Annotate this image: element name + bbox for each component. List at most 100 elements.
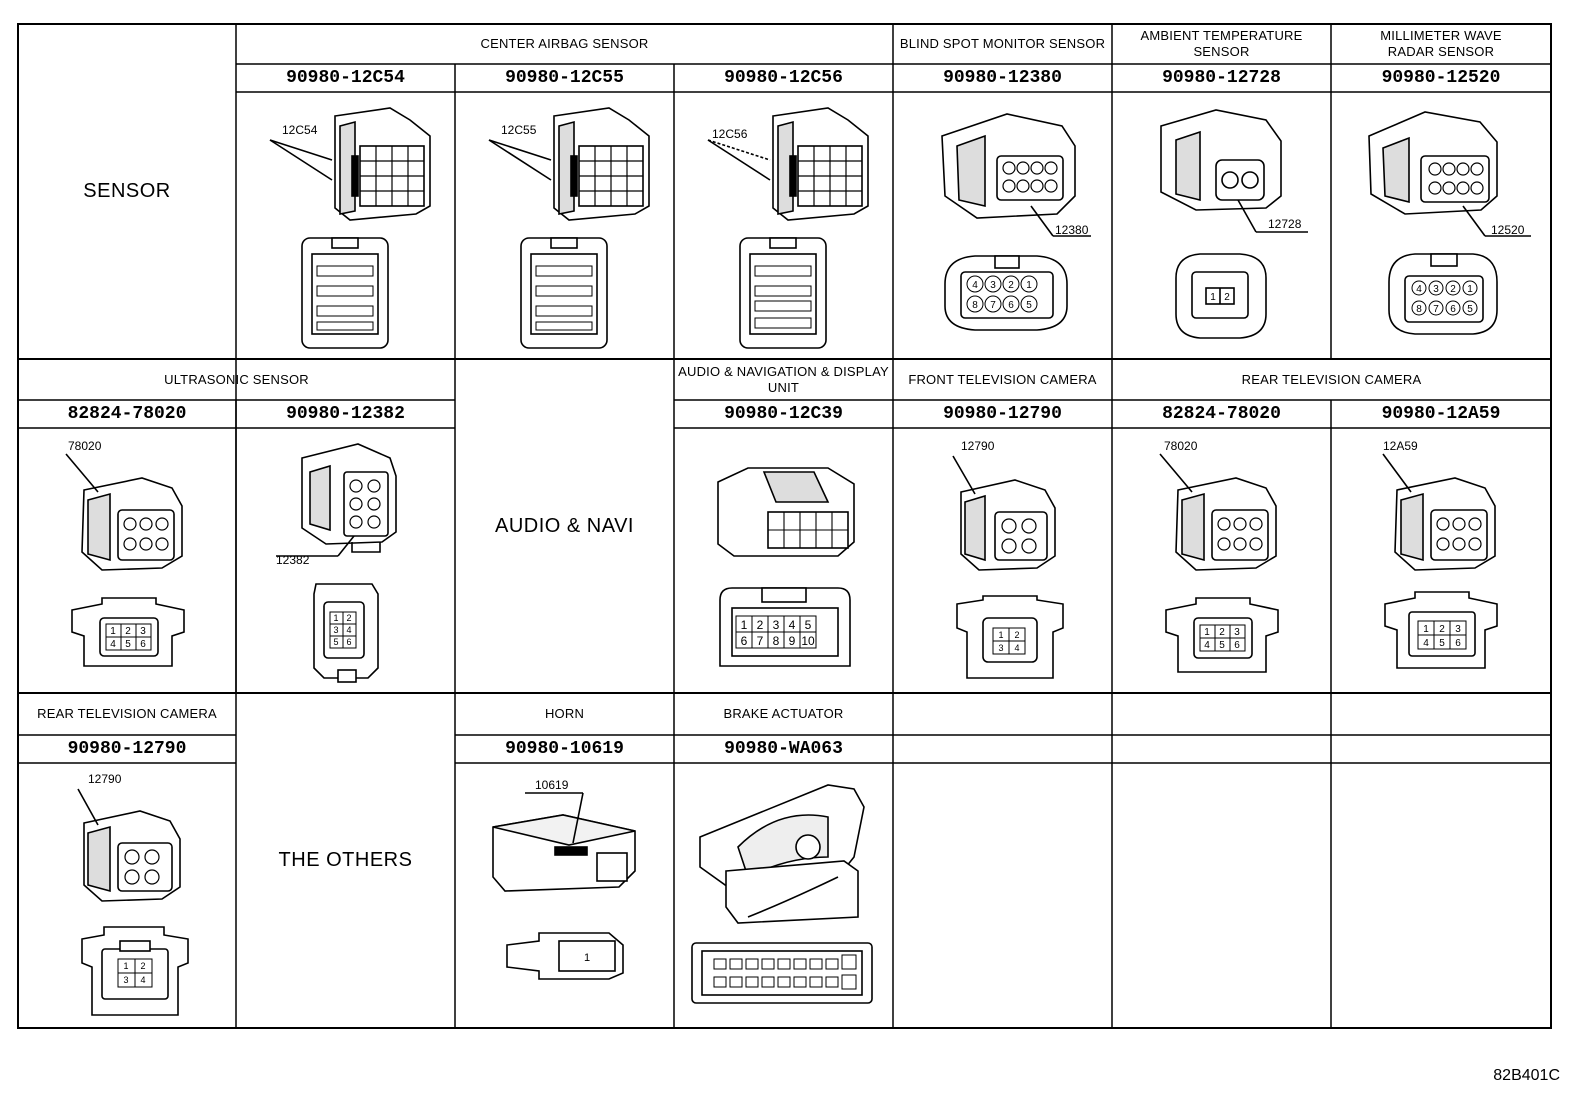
pin-number: 1 — [584, 952, 590, 964]
callout-label: 12728 — [1268, 217, 1302, 231]
pin-number: 3 — [123, 975, 128, 985]
header-line: RADAR SENSOR — [1387, 44, 1495, 59]
connector-drawing-12c39: 1 2 3 4 5 6 7 8 9 10 — [717, 467, 855, 667]
pin-number: 5 — [125, 639, 131, 650]
pin-number: 10 — [801, 634, 815, 648]
pin-number: 5 — [1026, 300, 1032, 311]
pin-number: 6 — [1008, 300, 1014, 311]
callout-label: 12790 — [88, 772, 122, 786]
part-number-90980-12790: 90980-12790 — [943, 404, 1062, 424]
header-line: MILLIMETER WAVE — [1380, 28, 1502, 43]
pin-grid: 1 2 3 4 5 6 — [329, 611, 357, 649]
callout-label: 12790 — [961, 439, 995, 453]
pin-number: 6 — [140, 639, 146, 650]
callout-label: 12380 — [1055, 223, 1089, 237]
pin-number: 4 — [110, 639, 116, 650]
pin-number: 4 — [1423, 638, 1429, 649]
pin-grid — [713, 954, 857, 990]
pin-number: 5 — [1219, 640, 1225, 651]
pin-grid: 4 3 2 1 8 7 6 5 — [966, 275, 1038, 313]
pin-number: 2 — [346, 613, 351, 623]
pin-number: 1 — [1204, 627, 1210, 638]
header-rear-television-camera: REAR TELEVISION CAMERA — [37, 706, 217, 721]
connector-drawing-12c54: 12C54 — [269, 107, 431, 349]
pin-number: 4 — [1416, 284, 1422, 295]
pin-number: 1 — [1467, 284, 1473, 295]
pin-number: 7 — [757, 634, 764, 648]
part-number-90980-12c56: 90980-12C56 — [724, 68, 843, 88]
pin-number: 4 — [1204, 640, 1210, 651]
header-front-television-camera: FRONT TELEVISION CAMERA — [908, 371, 1097, 387]
pin-grid: 1 2 3 4 — [117, 958, 153, 988]
pin-number: 4 — [140, 975, 145, 985]
pin-number: 6 — [1450, 304, 1456, 315]
group-label-audio-navi: AUDIO & NAVI — [495, 514, 634, 537]
callout-label: 12382 — [276, 553, 310, 567]
pin-number: 1 — [123, 961, 128, 971]
pin-number: 5 — [1439, 638, 1445, 649]
header-brake-actuator: BRAKE ACTUATOR — [723, 706, 844, 721]
pin-number: 2 — [1439, 624, 1445, 635]
connector-drawing-12c56: 12C56 — [707, 107, 869, 349]
pin-number: 1 — [1210, 292, 1216, 303]
callout-label: 12A59 — [1383, 439, 1418, 453]
pin-number: 4 — [972, 280, 978, 291]
connector-drawing-wa063 — [691, 784, 873, 1004]
header-line: UNIT — [767, 379, 800, 395]
connector-drawing-12790: 12790 1 2 3 4 — [952, 439, 1064, 679]
pin-number: 5 — [1467, 304, 1473, 315]
callout-label: 78020 — [1164, 439, 1198, 453]
part-number-90980-12728: 90980-12728 — [1162, 68, 1281, 88]
pin-number: 1 — [110, 626, 116, 637]
part-number-90980-12c55: 90980-12C55 — [505, 68, 624, 88]
pin-number: 6 — [346, 637, 351, 647]
pin-number: 6 — [1234, 640, 1240, 651]
group-label-sensor: SENSOR — [83, 180, 171, 202]
pin-number: 3 — [990, 280, 996, 291]
pin-number: 7 — [1433, 304, 1439, 315]
pin-number: 1 — [741, 618, 748, 632]
part-number-90980-12c54: 90980-12C54 — [286, 68, 405, 88]
header-ultrasonic-sensor: ULTRASONIC SENSOR — [164, 371, 309, 387]
pin-grid: 4 3 2 1 8 7 6 5 — [1411, 280, 1478, 316]
callout-label: 12C55 — [501, 123, 537, 137]
pin-number: 3 — [1455, 624, 1461, 635]
header-millimeter-wave-radar-sensor: MILLIMETER WAVE RADAR SENSOR — [1331, 24, 1551, 64]
pin-number: 1 — [998, 630, 1003, 640]
part-number-90980-12a59: 90980-12A59 — [1381, 404, 1501, 424]
part-number-90980-12790: 90980-12790 — [67, 739, 187, 759]
header-rear-television-camera: REAR TELEVISION CAMERA — [1241, 371, 1422, 387]
header-blind-spot-monitor-sensor: BLIND SPOT MONITOR SENSOR — [899, 36, 1106, 51]
pin-number: 3 — [773, 618, 780, 632]
pin-grid: 1 2 3 4 5 6 — [1417, 620, 1467, 650]
pin-number: 7 — [990, 300, 996, 311]
connector-drawing-12382: 12382 1 2 3 4 5 6 — [276, 443, 397, 683]
part-number-82824-78020: 82824-78020 — [1162, 404, 1281, 424]
callout-label: 12C56 — [712, 127, 748, 141]
pin-number: 5 — [333, 637, 338, 647]
pin-number: 2 — [1008, 280, 1014, 291]
pin-number: 6 — [1455, 638, 1461, 649]
pin-number: 3 — [333, 625, 338, 635]
pin-number: 8 — [972, 300, 978, 311]
pin-number: 5 — [805, 618, 812, 632]
connector-drawing-10619: 10619 1 — [492, 778, 636, 980]
part-number-90980-10619: 90980-10619 — [505, 739, 624, 759]
header-line: AMBIENT TEMPERATURE — [1140, 28, 1303, 43]
pin-number: 3 — [1234, 627, 1240, 638]
callout-label: 10619 — [535, 778, 569, 792]
pin-grid: 1 2 3 4 5 6 — [1199, 624, 1246, 652]
connector-drawing-78020: 78020 1 2 3 4 5 6 — [1159, 439, 1279, 673]
connector-drawing-12520: 12520 4 3 2 1 8 7 6 5 — [1368, 111, 1531, 335]
pin-number: 4 — [346, 625, 351, 635]
header-horn: HORN — [544, 706, 585, 721]
pin-number: 2 — [140, 961, 145, 971]
pin-grid: 1 2 3 4 5 6 7 8 9 10 — [735, 615, 817, 649]
pin-number: 9 — [789, 634, 796, 648]
pin-grid: 1 2 3 4 — [992, 627, 1026, 655]
pin-number: 1 — [1026, 280, 1032, 291]
pin-number: 4 — [1014, 643, 1019, 653]
callout-label: 78020 — [68, 439, 102, 453]
